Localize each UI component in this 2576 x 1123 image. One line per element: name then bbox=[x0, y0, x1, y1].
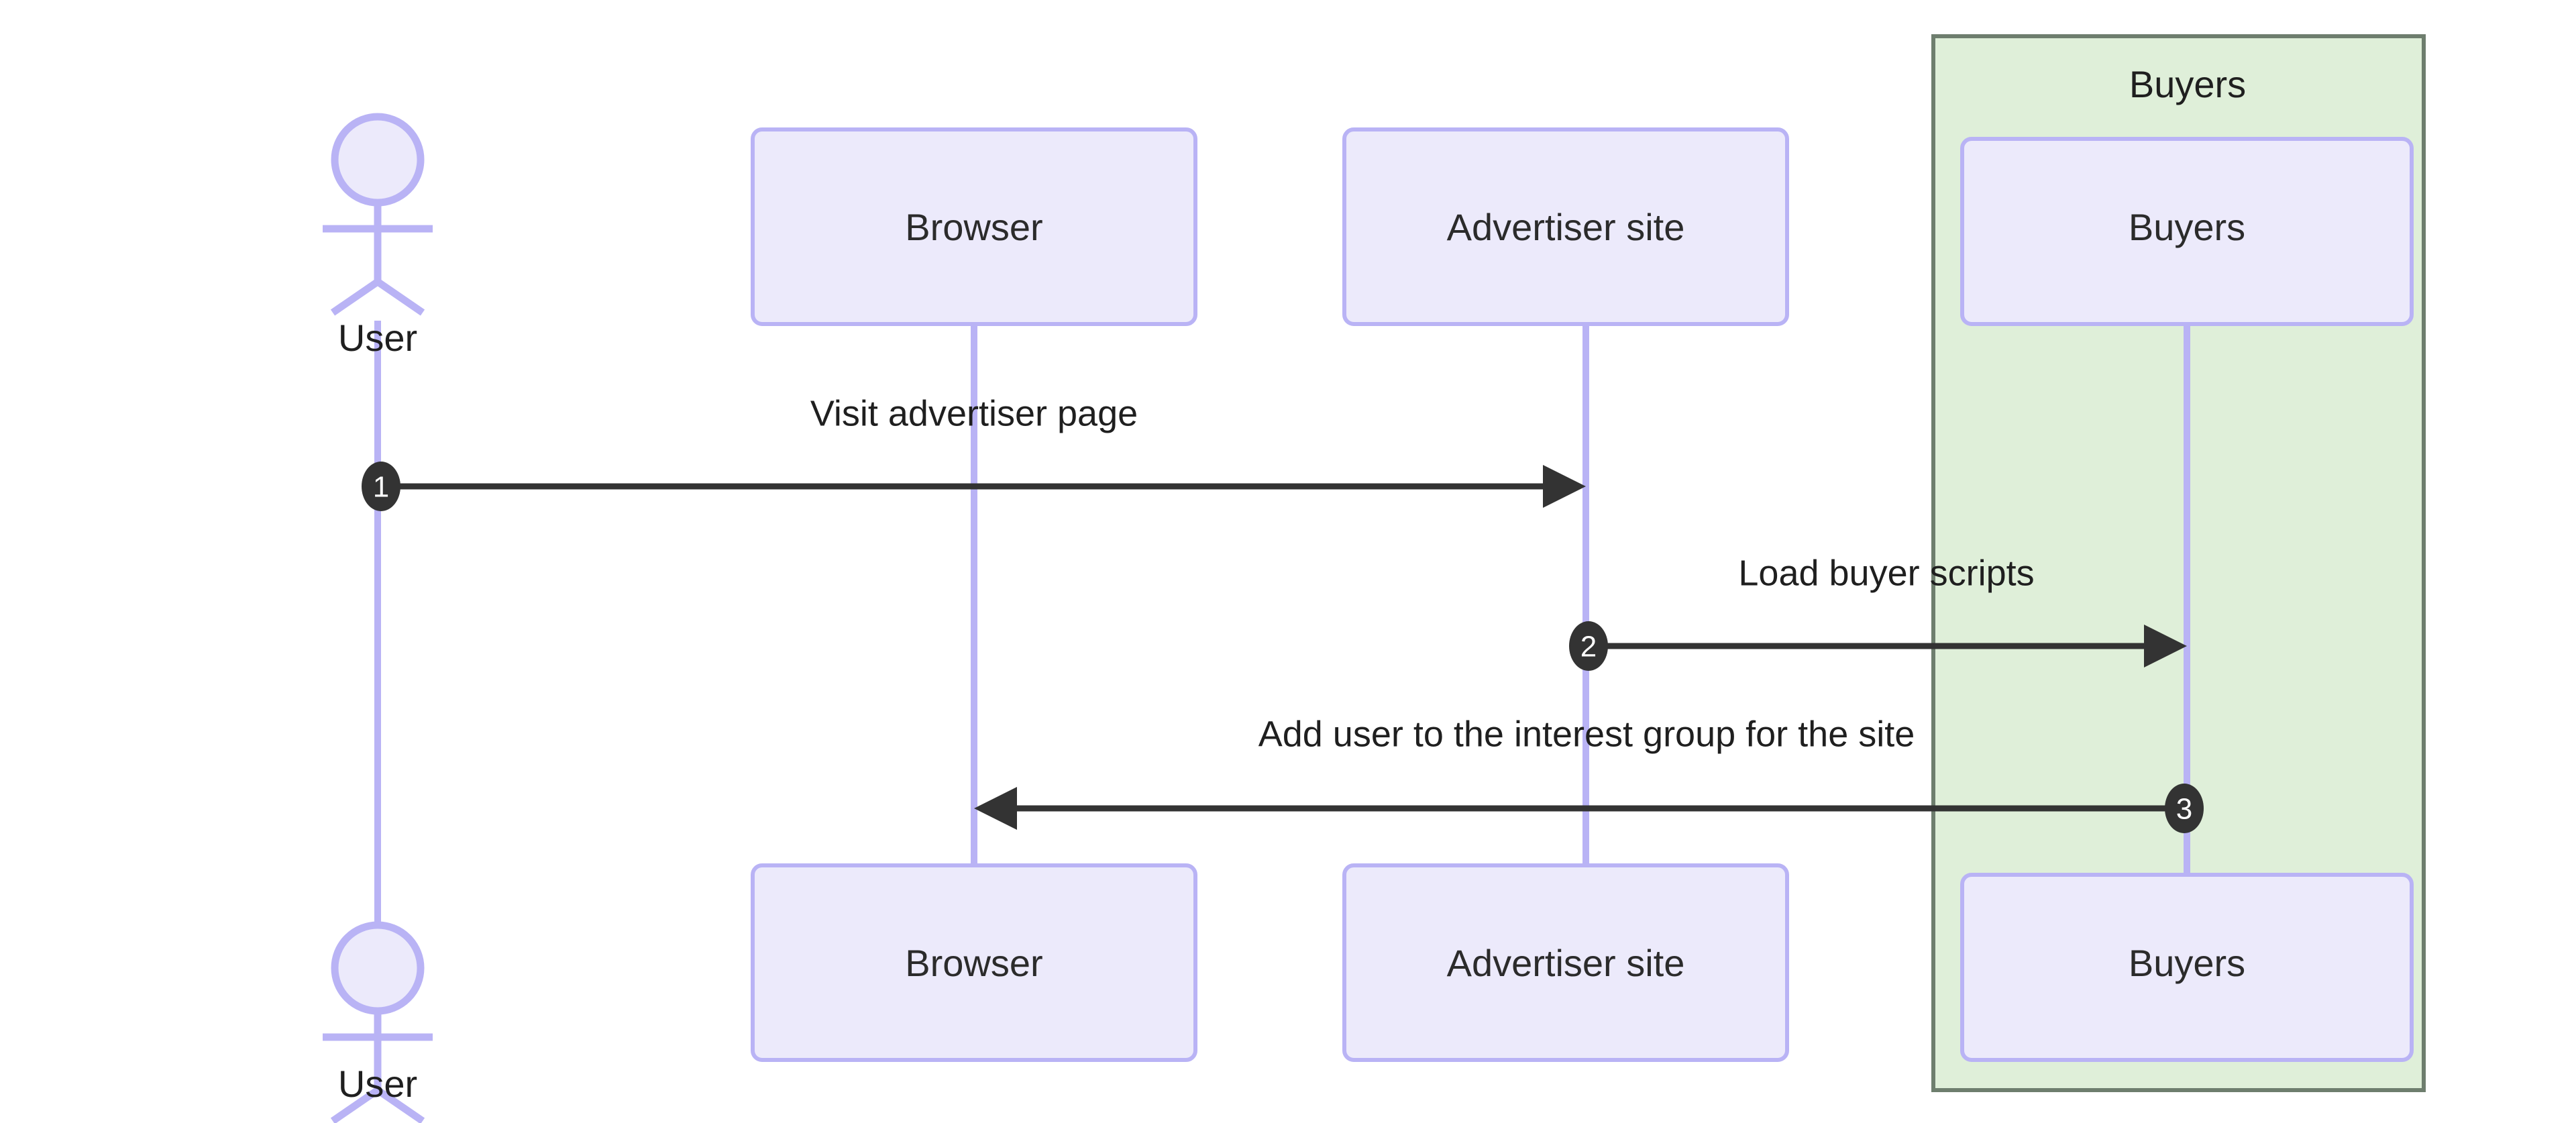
actor-user-top[interactable]: User bbox=[323, 113, 433, 359]
actor-user-bottom[interactable]: User bbox=[323, 921, 433, 1123]
actor-user-top-label: User bbox=[338, 317, 417, 359]
participant-browser-top-rect bbox=[751, 127, 1197, 326]
message-2-badge bbox=[1569, 621, 1608, 671]
participant-advertiser-top-rect bbox=[1342, 127, 1789, 326]
participant-browser-top-label: Browser bbox=[905, 206, 1042, 248]
actor-head-icon bbox=[331, 921, 425, 1015]
participant-browser-bottom[interactable]: Browser bbox=[751, 863, 1197, 1062]
actor-user-bottom-label: User bbox=[338, 1063, 417, 1105]
message-1-badge bbox=[362, 462, 400, 511]
participant-buyers-bottom-label: Buyers bbox=[2129, 942, 2245, 984]
message-3-badge-number: 3 bbox=[2176, 793, 2192, 826]
actor-legs-icon bbox=[330, 278, 425, 316]
lifelines bbox=[374, 321, 2190, 932]
participant-browser-bottom-label: Browser bbox=[905, 942, 1042, 984]
message-1-label: Visit advertiser page bbox=[810, 393, 1138, 433]
message-2[interactable]: Load buyer scripts 2 bbox=[1569, 553, 2187, 671]
message-3[interactable]: Add user to the interest group for the s… bbox=[974, 714, 2204, 833]
participant-advertiser-top[interactable]: Advertiser site bbox=[1342, 127, 1789, 326]
participant-advertiser-bottom-rect bbox=[1342, 863, 1789, 1062]
participant-advertiser-top-label: Advertiser site bbox=[1447, 206, 1685, 248]
participant-buyers-bottom-rect bbox=[1960, 873, 2414, 1062]
participant-buyers-bottom[interactable]: Buyers bbox=[1960, 873, 2414, 1062]
participant-buyers-top-label: Buyers bbox=[2129, 206, 2245, 248]
message-2-badge-number: 2 bbox=[1580, 631, 1597, 663]
actor-legs-icon bbox=[330, 1087, 425, 1123]
actor-head-icon bbox=[331, 113, 425, 207]
message-3-badge bbox=[2165, 784, 2204, 833]
participant-buyers-top-rect bbox=[1960, 137, 2414, 326]
message-1-arrowhead-icon bbox=[1543, 465, 1586, 508]
participant-advertiser-bottom-label: Advertiser site bbox=[1447, 942, 1685, 984]
participant-browser-top[interactable]: Browser bbox=[751, 127, 1197, 326]
message-1[interactable]: Visit advertiser page 1 bbox=[362, 393, 1586, 511]
participant-browser-bottom-rect bbox=[751, 863, 1197, 1062]
participant-advertiser-bottom[interactable]: Advertiser site bbox=[1342, 863, 1789, 1062]
message-1-badge-number: 1 bbox=[373, 471, 389, 504]
message-3-label: Add user to the interest group for the s… bbox=[1258, 714, 1915, 754]
participant-buyers-top[interactable]: Buyers bbox=[1960, 137, 2414, 326]
group-buyers-title: Buyers bbox=[2129, 63, 2246, 105]
message-2-arrowhead-icon bbox=[2144, 625, 2187, 667]
message-2-label: Load buyer scripts bbox=[1738, 553, 2034, 593]
message-3-arrowhead-icon bbox=[974, 787, 1017, 830]
